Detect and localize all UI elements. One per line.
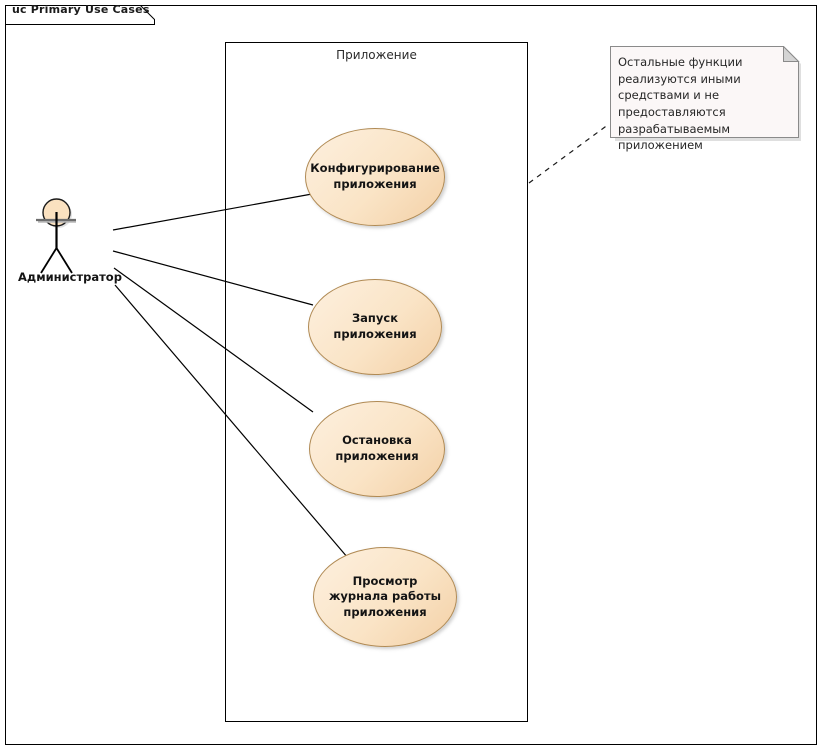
diagram-title-label: uc Primary Use Cases xyxy=(12,3,150,16)
use-case-label: Конфигурирование приложения xyxy=(310,161,440,191)
diagram-title-tab xyxy=(5,5,155,25)
use-case-label: Запуск приложения xyxy=(333,311,417,341)
use-case-start[interactable]: Запуск приложения xyxy=(308,279,442,375)
use-case-label: Остановка приложения xyxy=(335,433,419,463)
use-case-view-log[interactable]: Просмотр журнала работы приложения xyxy=(313,547,457,647)
note-shape xyxy=(610,45,801,141)
system-boundary-title: Приложение xyxy=(336,48,417,62)
note-box[interactable] xyxy=(610,45,801,141)
note-text: Остальные функции реализуются иными сред… xyxy=(618,55,743,153)
actor-label-administrator: Администратор xyxy=(18,270,122,284)
actor-administrator[interactable] xyxy=(28,180,138,285)
actor-stick-figure-icon xyxy=(36,198,76,274)
use-case-stop[interactable]: Остановка приложения xyxy=(309,401,445,497)
title-tab-shape xyxy=(5,5,155,25)
use-case-label: Просмотр журнала работы приложения xyxy=(328,573,442,619)
use-case-configure[interactable]: Конфигурирование приложения xyxy=(305,128,445,226)
